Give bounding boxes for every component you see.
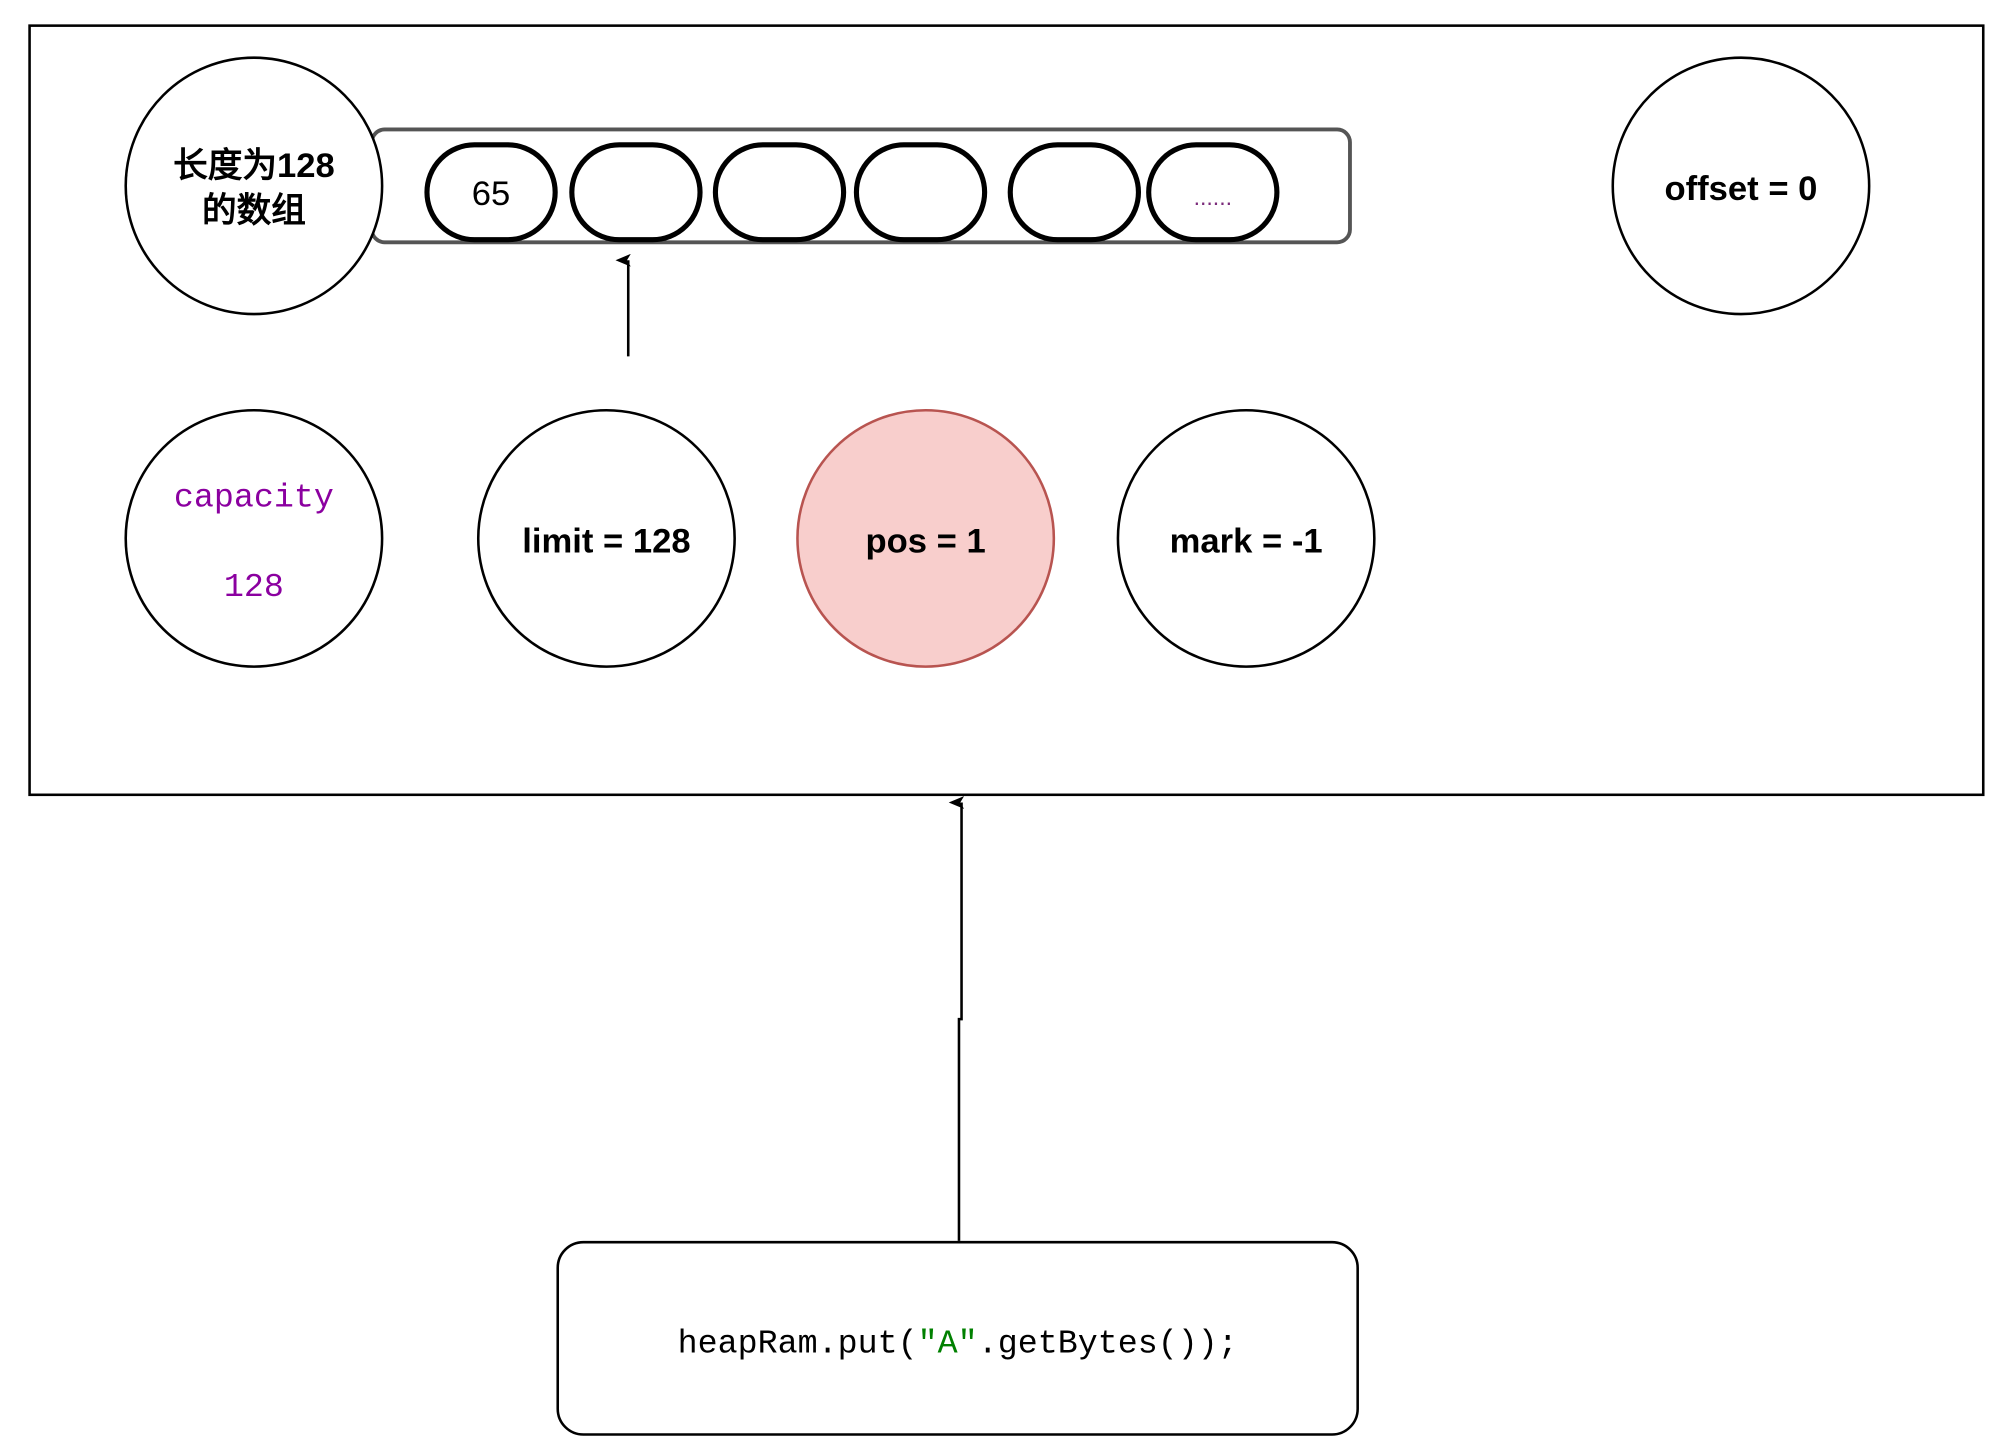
cell-ellipsis: ...... xyxy=(1194,184,1232,210)
capacity-node: capacity 128 xyxy=(124,408,384,668)
capacity-label: capacity xyxy=(174,479,334,517)
offset-node: offset = 0 xyxy=(1611,56,1871,316)
code-statement: heapRam.put("A".getBytes()); xyxy=(678,1325,1238,1363)
code-string-literal: "A" xyxy=(918,1325,978,1363)
array-cell xyxy=(853,142,988,243)
mark-label: mark = -1 xyxy=(1170,523,1323,561)
code-after: .getBytes()); xyxy=(978,1325,1238,1363)
array-cell xyxy=(712,142,847,243)
array-cell: 65 xyxy=(424,142,558,243)
code-before: heapRam.put( xyxy=(678,1325,918,1363)
array-cell xyxy=(1007,142,1142,243)
array-label-node: 长度为128 的数组 xyxy=(124,56,384,316)
limit-label: limit = 128 xyxy=(522,523,690,561)
mark-node: mark = -1 xyxy=(1116,408,1376,668)
cell-value: 65 xyxy=(472,175,511,213)
pos-label: pos = 1 xyxy=(866,523,986,561)
limit-node: limit = 128 xyxy=(476,408,736,668)
array-label-line2: 的数组 xyxy=(202,192,306,230)
array-cell: ...... xyxy=(1146,142,1280,243)
code-box: heapRam.put("A".getBytes()); xyxy=(556,1240,1359,1436)
array-label-line1: 长度为128 xyxy=(173,147,335,185)
pos-node: pos = 1 xyxy=(796,408,1056,668)
capacity-value: 128 xyxy=(224,569,284,607)
put-arrow xyxy=(948,796,965,1241)
array-cell xyxy=(569,142,703,243)
offset-label: offset = 0 xyxy=(1665,170,1818,208)
